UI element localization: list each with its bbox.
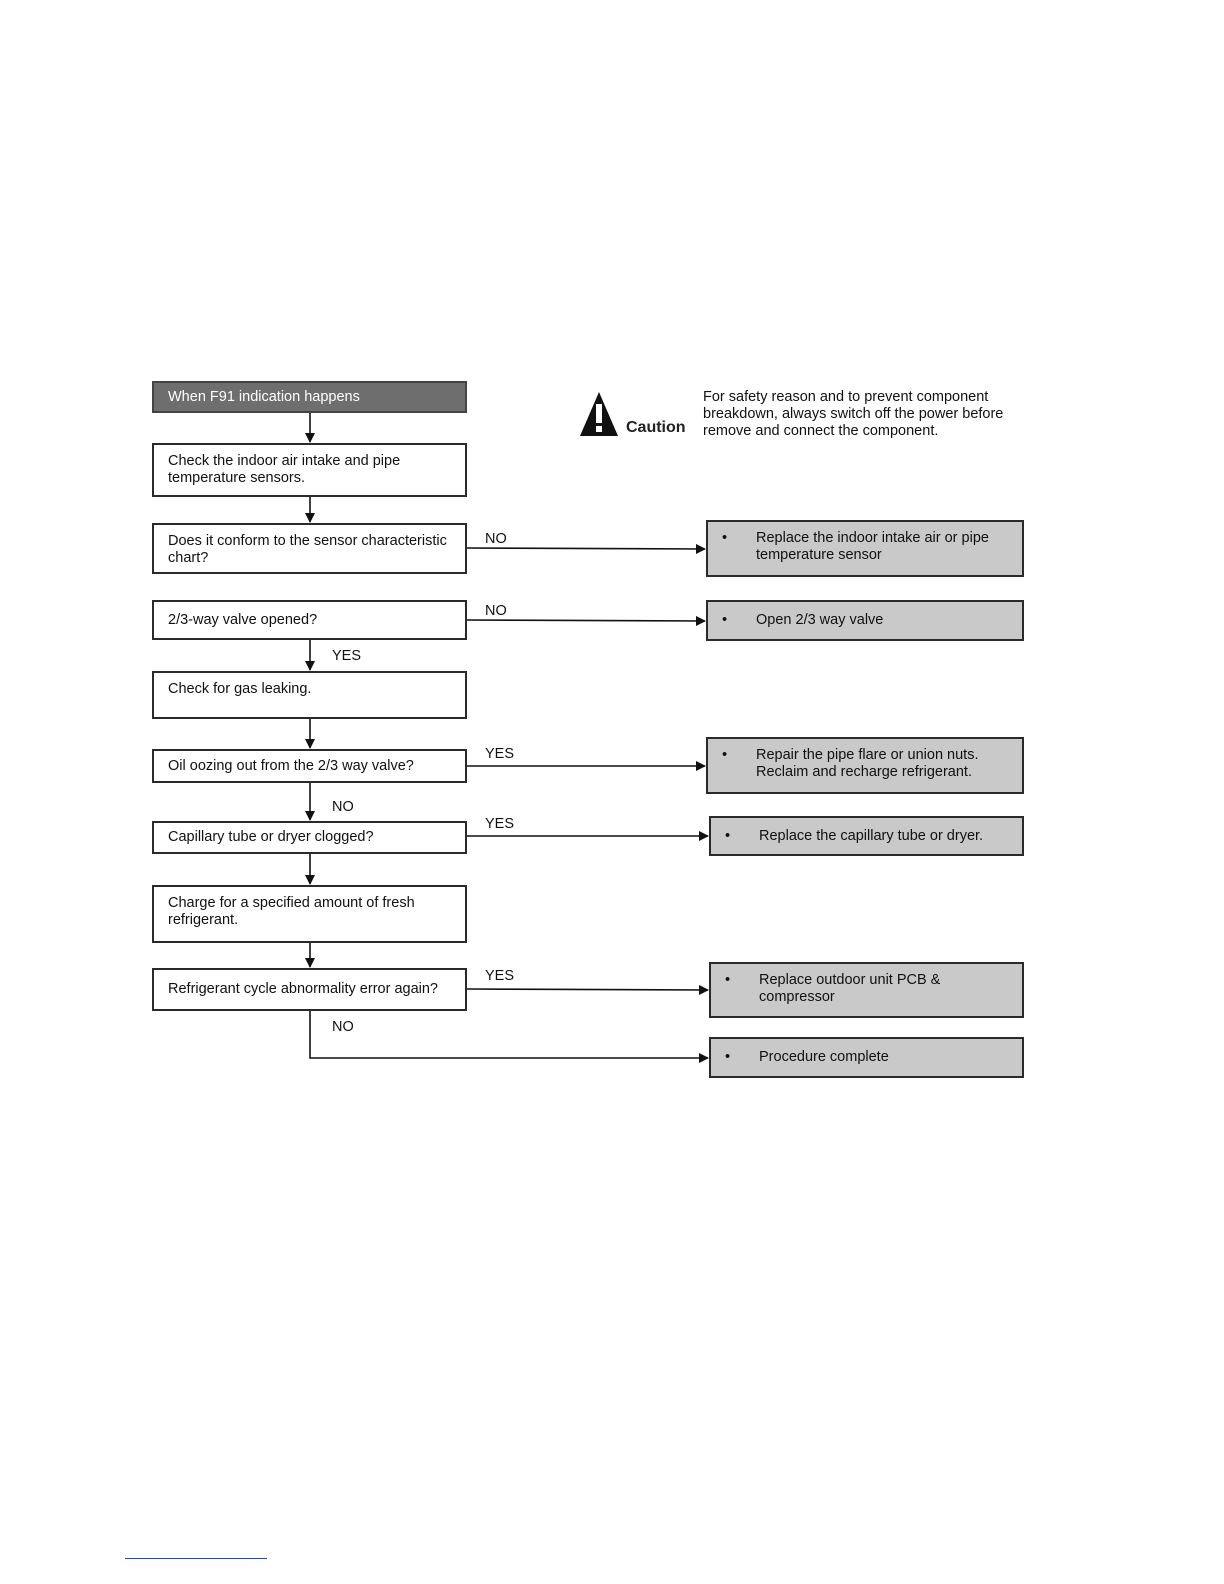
label-valve-no: NO: [485, 603, 507, 619]
result-replace-capillary-text: Replace the capillary tube or dryer.: [759, 827, 984, 844]
bullet: •: [722, 612, 728, 628]
label-valve-yes: YES: [332, 648, 362, 664]
label-oil-yes: YES: [485, 746, 515, 762]
bullet: •: [725, 972, 731, 988]
step-valve-opened-text: 2/3-way valve opened?: [168, 611, 318, 628]
label-oil-no: NO: [332, 799, 354, 815]
label-conform-no: NO: [485, 531, 507, 547]
arrow-error-yes: [466, 984, 709, 995]
step-gas-leaking: Check for gas leaking.: [152, 671, 467, 719]
result-open-valve-text: Open 2/3 way valve: [756, 612, 884, 628]
step-start-text: When F91 indication happens: [168, 388, 360, 405]
caution-title: Caution: [626, 419, 686, 436]
arrow-error-no: [309, 1010, 709, 1063]
bullet: •: [725, 827, 731, 844]
label-error-no: NO: [332, 1019, 354, 1035]
result-complete-text: Procedure complete: [759, 1049, 889, 1065]
result-complete: • Procedure complete: [709, 1037, 1024, 1078]
step-conform-chart: Does it conform to the sensor characteri…: [152, 523, 467, 574]
arrow-valve-no: [466, 615, 706, 626]
step-error-again-text: Refrigerant cycle abnormality error agai…: [168, 981, 438, 997]
step-charge-text: Charge for a specified amount of fresh r…: [168, 895, 415, 928]
result-open-valve: • Open 2/3 way valve: [706, 600, 1024, 641]
arrow-conform-no: [466, 543, 706, 554]
result-repair-flare: • Repair the pipe flare or union nuts. R…: [706, 737, 1024, 794]
result-replace-sensor: • Replace the indoor intake air or pipe …: [706, 520, 1024, 577]
result-replace-sensor-text: Replace the indoor intake air or pipe te…: [756, 530, 989, 563]
step-start: When F91 indication happens: [152, 381, 467, 413]
step-oil-oozing-text: Oil oozing out from the 2/3 way valve?: [168, 757, 414, 774]
step-valve-opened: 2/3-way valve opened?: [152, 600, 467, 640]
step-error-again: Refrigerant cycle abnormality error agai…: [152, 968, 467, 1011]
step-gas-leaking-text: Check for gas leaking.: [168, 681, 312, 697]
step-oil-oozing: Oil oozing out from the 2/3 way valve?: [152, 749, 467, 783]
result-replace-pcb: • Replace outdoor unit PCB & compressor: [709, 962, 1024, 1018]
bullet: •: [725, 1049, 731, 1065]
step-check-sensors-text: Check the indoor air intake and pipe tem…: [168, 453, 401, 486]
step-check-sensors: Check the indoor air intake and pipe tem…: [152, 443, 467, 497]
step-conform-chart-text: Does it conform to the sensor characteri…: [168, 533, 447, 566]
step-capillary: Capillary tube or dryer clogged?: [152, 821, 467, 854]
caution-text: For safety reason and to prevent compone…: [703, 389, 1004, 439]
label-capillary-yes: YES: [485, 816, 515, 832]
bullet: •: [722, 530, 728, 546]
bullet: •: [722, 747, 728, 763]
step-charge: Charge for a specified amount of fresh r…: [152, 885, 467, 943]
result-repair-flare-text: Repair the pipe flare or union nuts. Rec…: [756, 747, 979, 780]
footer-rule: [125, 1558, 267, 1559]
warning-triangle-icon: [580, 392, 618, 436]
result-replace-capillary: • Replace the capillary tube or dryer.: [709, 816, 1024, 856]
step-capillary-text: Capillary tube or dryer clogged?: [168, 829, 374, 845]
result-replace-pcb-text: Replace outdoor unit PCB & compressor: [759, 972, 941, 1005]
label-error-yes: YES: [485, 968, 515, 984]
